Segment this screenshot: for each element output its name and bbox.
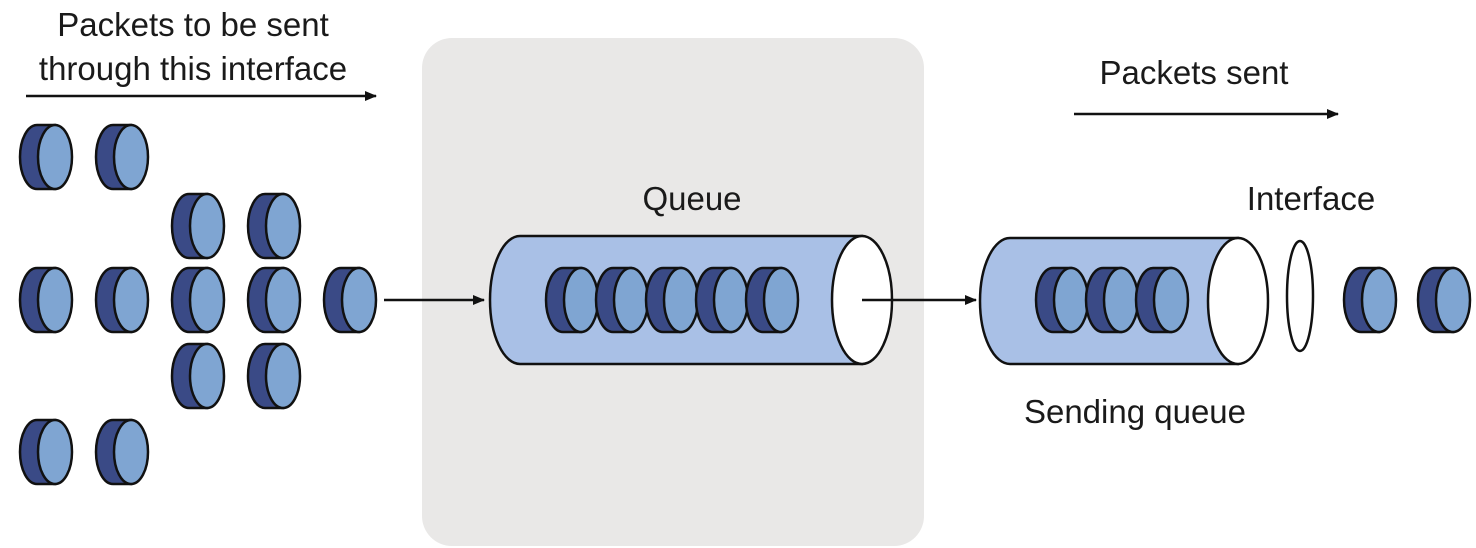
sending-queue-opening [1206, 236, 1270, 366]
packet-icon [744, 266, 800, 334]
packet-icon [246, 266, 302, 334]
packet-icon [170, 266, 226, 334]
packet-icon [170, 342, 226, 410]
packet-icon [94, 123, 150, 191]
packet-icon [1134, 266, 1190, 334]
sent-packets [1342, 266, 1472, 334]
incoming-label-line2: through this interface [39, 50, 347, 87]
packet-icon [544, 266, 600, 334]
incoming-label-line1: Packets to be sent [57, 6, 329, 43]
sending-queue-label: Sending queue [1024, 393, 1246, 430]
queue-packets [544, 266, 800, 334]
packet-icon [1084, 266, 1140, 334]
sending-queue-tube [978, 236, 1270, 366]
packet-icon [322, 266, 378, 334]
sending-queue-packets [1034, 266, 1190, 334]
packet-icon [170, 192, 226, 260]
interface-ring [1285, 239, 1315, 353]
packet-icon [594, 266, 650, 334]
queue-label: Queue [642, 180, 741, 217]
packet-icon [18, 266, 74, 334]
packet-icon [94, 418, 150, 486]
packet-icon [1034, 266, 1090, 334]
packet-icon [644, 266, 700, 334]
packet-icon [246, 192, 302, 260]
packet-icon [694, 266, 750, 334]
packets-sent-label: Packets sent [1100, 54, 1289, 91]
incoming-packets [18, 123, 378, 486]
packet-icon [18, 418, 74, 486]
queue-tube [488, 234, 894, 366]
packet-icon [1416, 266, 1472, 334]
packet-icon [246, 342, 302, 410]
interface-label: Interface [1247, 180, 1375, 217]
packet-icon [1342, 266, 1398, 334]
packet-icon [18, 123, 74, 191]
packet-icon [94, 266, 150, 334]
